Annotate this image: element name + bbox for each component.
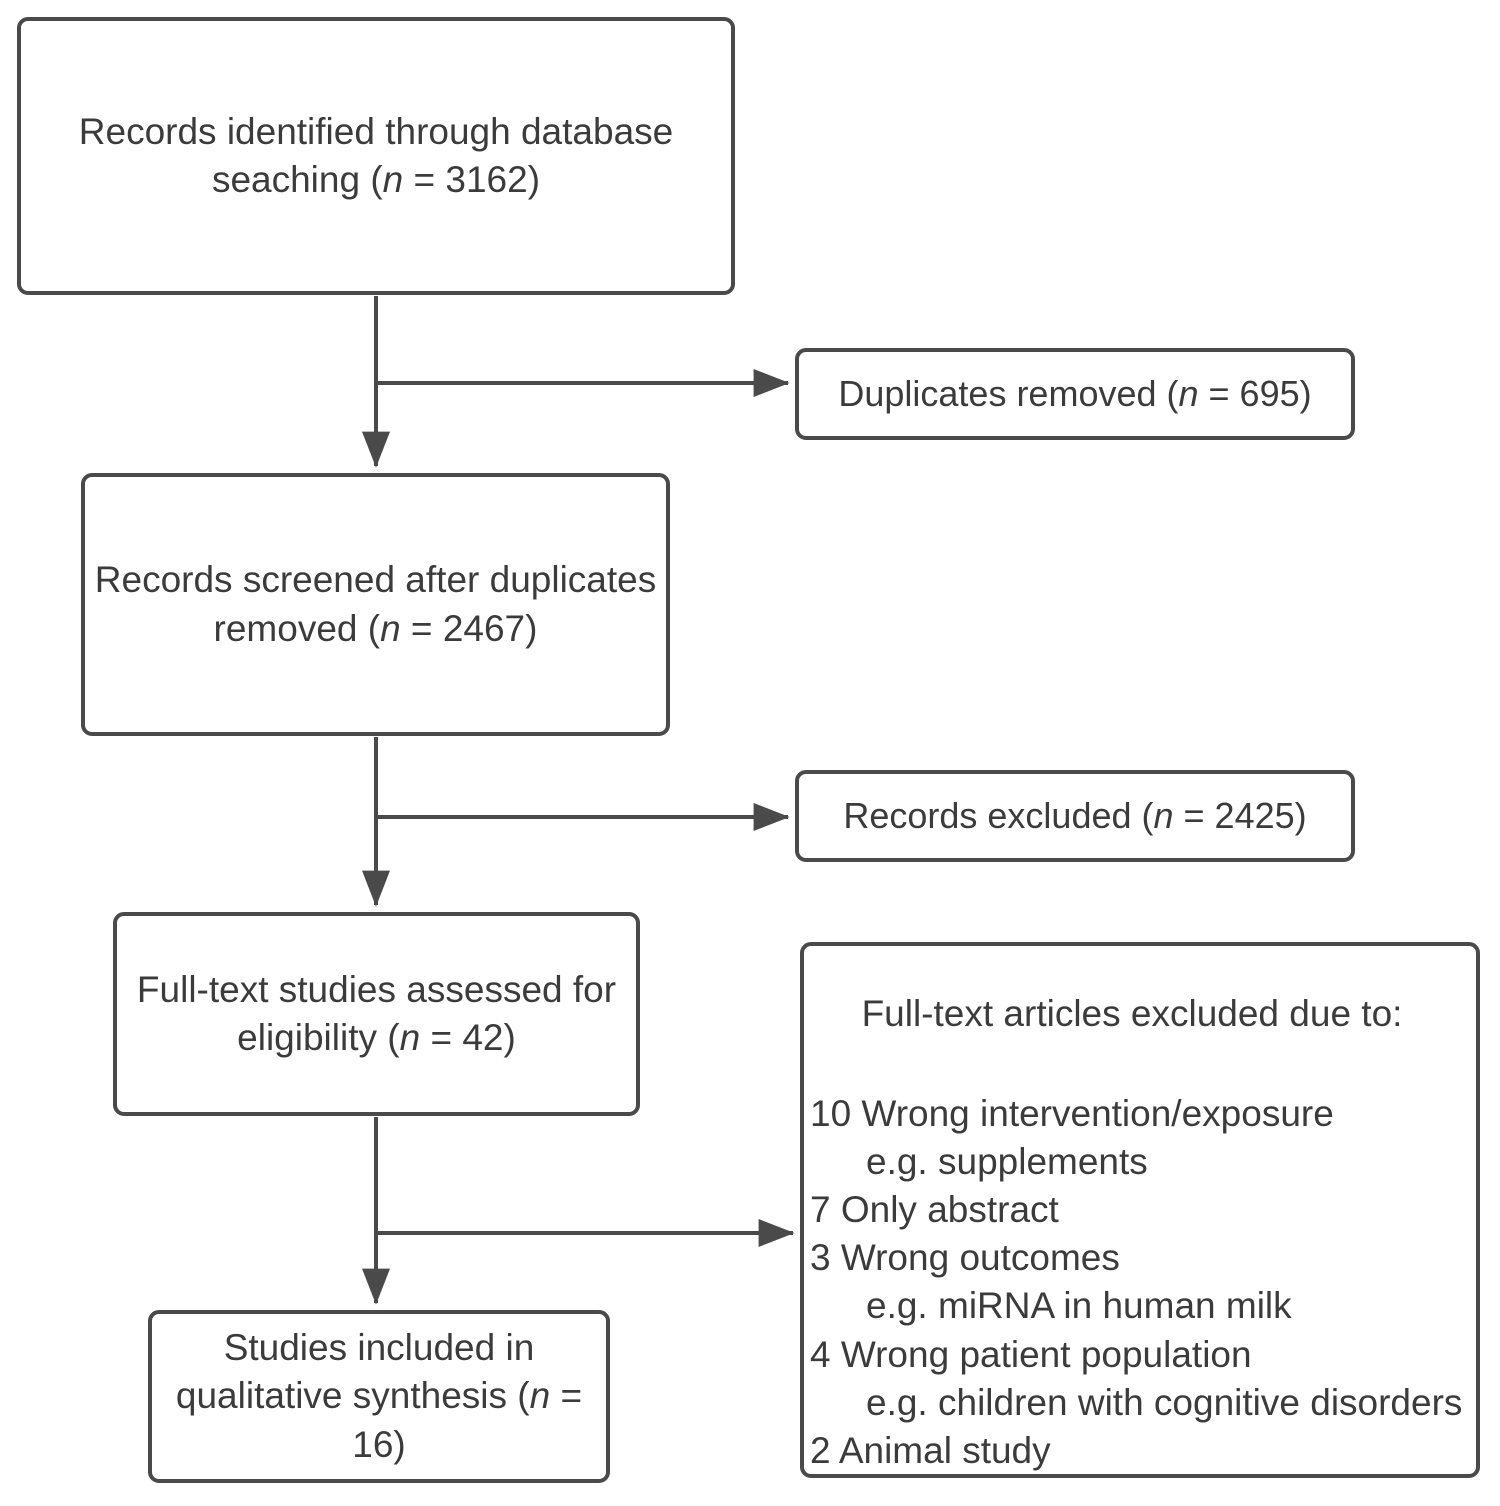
exclusion-reason-item: e.g. children with cognitive disorders (866, 1381, 1463, 1423)
node-fulltext-assessed: Full-text studies assessed for eligibili… (113, 912, 640, 1116)
exclusion-reason-item: e.g. miRNA in human milk (866, 1285, 1292, 1327)
node-exclusion-reasons: Full-text articles excluded due to: 10 W… (800, 942, 1480, 1478)
fulltext-assessed-line2-pre: eligibility ( (237, 1017, 400, 1058)
exclusion-reason-item: 2 Animal study (810, 1429, 1051, 1471)
node-records-identified: Records identified through database seac… (17, 17, 735, 295)
exclusion-reason-item: 10 Wrong intervention/exposure (810, 1093, 1334, 1135)
duplicates-removed-pre: Duplicates removed ( (838, 372, 1179, 414)
records-excluded-n-symbol: n (1153, 794, 1174, 836)
records-identified-line2-post: = 3162) (403, 159, 541, 200)
fulltext-assessed-line2-post: = 42) (420, 1017, 516, 1058)
exclusion-reasons-title: Full-text articles excluded due to: (861, 993, 1403, 1034)
records-screened-line2-post: = 2467) (400, 607, 538, 649)
studies-included-line2-pre: qualitative synthesis ( (175, 1375, 530, 1417)
exclusion-reason-item: e.g. supplements (866, 1141, 1148, 1183)
node-records-excluded: Records excluded (n = 2425) (795, 770, 1355, 862)
exclusion-reason-item: 3 Wrong outcomes (810, 1237, 1120, 1279)
node-records-screened: Records screened after duplicates remove… (81, 473, 670, 736)
duplicates-removed-post: = 695) (1198, 372, 1312, 414)
duplicates-removed-n-symbol: n (1178, 372, 1199, 414)
records-identified-line2-pre: seaching ( (211, 159, 383, 200)
records-screened-line2-pre: removed ( (213, 607, 381, 649)
records-identified-line1: Records identified through database (78, 110, 674, 152)
exclusion-reason-item: 4 Wrong patient population (810, 1333, 1252, 1375)
fulltext-assessed-n-symbol: n (399, 1017, 421, 1058)
node-duplicates-removed: Duplicates removed (n = 695) (795, 348, 1355, 440)
fulltext-assessed-line1: Full-text studies assessed for (136, 968, 617, 1010)
exclusion-reason-item: 7 Only abstract (810, 1189, 1059, 1231)
records-excluded-post: = 2425) (1173, 794, 1307, 836)
exclusion-reasons-list: 10 Wrong intervention/exposure e.g. suppl… (804, 1090, 1476, 1475)
studies-included-n-symbol: n (529, 1375, 551, 1417)
records-screened-line1: Records screened after duplicates (94, 559, 657, 601)
node-studies-included: Studies included in qualitative synthesi… (148, 1310, 610, 1483)
records-screened-n-symbol: n (380, 607, 401, 649)
records-excluded-pre: Records excluded ( (843, 794, 1154, 836)
records-identified-n-symbol: n (382, 159, 404, 200)
studies-included-line2-post: = 16) (352, 1375, 583, 1465)
studies-included-line1: Studies included in (223, 1327, 535, 1369)
